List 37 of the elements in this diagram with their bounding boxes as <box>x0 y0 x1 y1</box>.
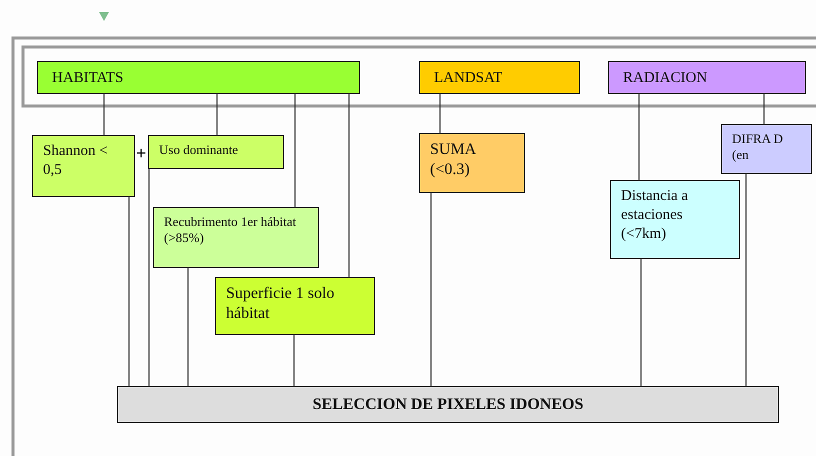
node-label: LANDSAT <box>434 69 504 88</box>
criterion-box <box>153 207 319 268</box>
connector-line <box>439 94 441 133</box>
connector-line <box>103 94 105 135</box>
criterion-box <box>148 135 284 169</box>
connector-line <box>187 268 189 386</box>
connector-line <box>745 174 747 386</box>
criterion-box <box>610 180 740 259</box>
connector-line <box>640 259 642 386</box>
node-label: Uso dominante <box>159 142 240 158</box>
connector-line <box>148 169 150 386</box>
connector-line <box>293 335 295 386</box>
criterion-box <box>215 277 375 335</box>
node-label: RADIACION <box>623 69 708 88</box>
connector-line <box>216 94 218 135</box>
connector-line <box>348 94 350 277</box>
connector-line <box>763 94 765 124</box>
node-label: Distancia a estaciones (<7km) <box>621 187 690 244</box>
node-label: SELECCION DE PIXELES IDONEOS <box>312 395 584 415</box>
node-label: SUMA (<0.3) <box>430 140 477 180</box>
connector-line <box>638 94 640 180</box>
node-label: HABITATS <box>52 69 124 88</box>
plus-sign: + <box>136 144 146 162</box>
node-label: Shannon < 0,5 <box>43 142 109 180</box>
node-label: Superficie 1 solo hábitat <box>226 284 336 324</box>
category-box <box>419 61 580 94</box>
category-box <box>608 61 806 94</box>
criterion-box <box>721 124 812 174</box>
connector-line <box>128 197 130 386</box>
connector-line <box>430 193 432 386</box>
category-box <box>37 61 360 94</box>
result-box <box>117 386 779 423</box>
criterion-box <box>32 135 135 197</box>
node-label: DIFRA D (en <box>732 131 784 164</box>
node-label: Recubrimento 1er hábitat (>85%) <box>164 214 298 246</box>
connector-line <box>294 94 296 207</box>
criterion-box <box>419 133 525 193</box>
